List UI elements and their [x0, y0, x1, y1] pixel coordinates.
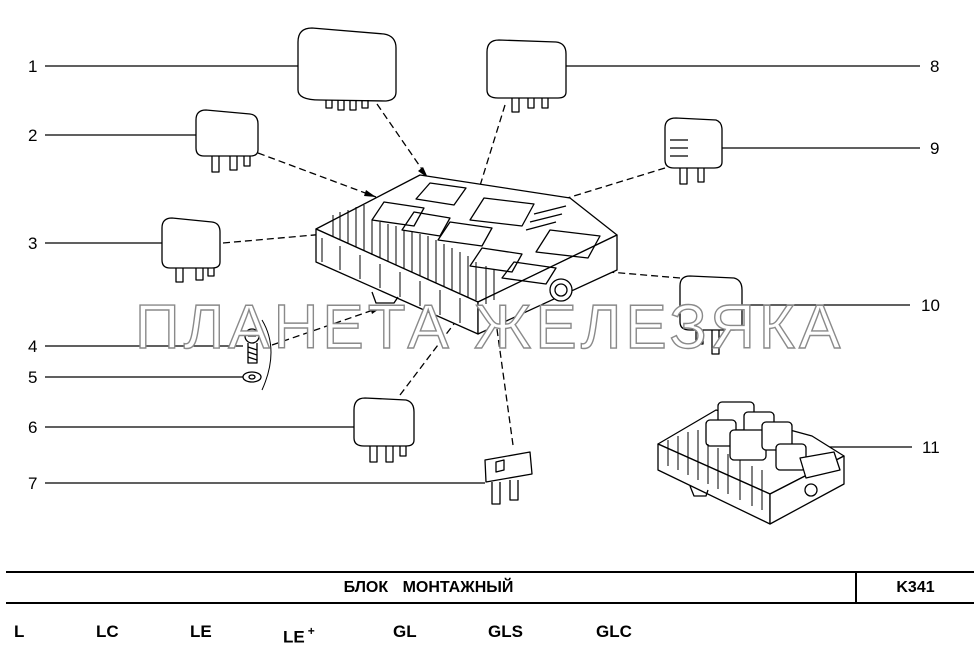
callout-1: 1	[28, 57, 38, 76]
fuse-box-assembled-11	[657, 401, 845, 525]
title-bar: БЛОК МОНТАЖНЫЙ K341	[6, 571, 974, 604]
model-le-plus: LE+	[283, 624, 315, 647]
model-lc: LC	[96, 622, 119, 641]
callout-7: 7	[28, 474, 38, 493]
title-main: БЛОК МОНТАЖНЫЙ	[343, 579, 514, 596]
relay-2	[195, 109, 259, 173]
callout-4: 4	[28, 337, 38, 356]
title-separator	[855, 573, 857, 602]
callout-10: 10	[921, 296, 940, 315]
model-glc: GLC	[596, 622, 632, 641]
callout-11: 11	[922, 438, 940, 457]
screw-4	[244, 328, 260, 364]
relay-9	[664, 117, 723, 185]
title-code: K341	[896, 579, 935, 596]
watermark: ПЛАНЕТА ЖЕЛЕЗЯКА	[134, 292, 845, 362]
model-row: L LC LE LE+ GL GLS GLC	[0, 620, 980, 647]
relay-8	[486, 39, 567, 113]
fuse-box-main	[315, 174, 618, 335]
washer-5	[242, 319, 272, 391]
callout-3: 3	[28, 234, 38, 253]
callout-2: 2	[28, 126, 38, 145]
model-gl: GL	[393, 622, 417, 641]
model-le: LE	[190, 622, 212, 641]
model-gls: GLS	[488, 622, 523, 641]
callout-6: 6	[28, 418, 38, 437]
fuse-7	[484, 451, 533, 505]
relay-1	[297, 27, 397, 111]
callout-5: 5	[28, 368, 38, 387]
model-l: L	[14, 622, 25, 641]
callout-9: 9	[930, 139, 940, 158]
model-le-plus-suffix: +	[307, 624, 315, 638]
relay-3	[161, 217, 221, 283]
fuse-box-exploded-diagram	[45, 27, 920, 525]
relay-10	[679, 275, 743, 355]
relay-6	[353, 397, 415, 463]
callout-8: 8	[930, 57, 940, 76]
